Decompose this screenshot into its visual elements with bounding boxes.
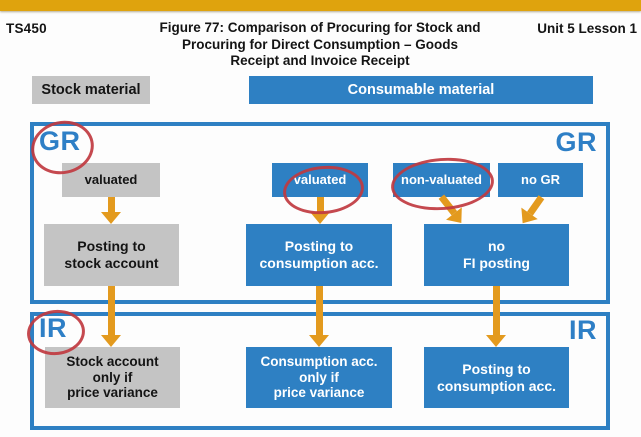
gr-no-fi-posting-box: no FI posting [424, 224, 569, 286]
top-accent-bar [0, 0, 641, 11]
gr-stock-valuated-box: valuated [62, 163, 160, 197]
arrow-consumption-posting-to-consumption-variance [309, 286, 329, 347]
ir-posting-consumption-box: Posting to consumption acc. [424, 347, 569, 408]
gr-posting-consumption-box: Posting to consumption acc. [246, 224, 392, 286]
gr-no-gr-box: no GR [498, 163, 583, 197]
gr-consumable-non-valuated-box: non-valuated [393, 163, 490, 197]
gr-label-right: GR [555, 127, 597, 157]
arrow-valuated-to-consumption-posting [310, 197, 330, 224]
arrow-stock-posting-to-stock-account-variance [101, 286, 121, 347]
ir-label-right: IR [569, 315, 597, 345]
arrow-no-fi-to-ir-consumption-posting [486, 286, 506, 347]
ir-consumption-variance-box: Consumption acc. only if price variance [246, 347, 392, 408]
unit-lesson-label: Unit 5 Lesson 1 [537, 21, 637, 36]
course-code: TS450 [6, 21, 47, 36]
stock-material-header: Stock material [32, 76, 150, 104]
arrow-valuated-to-stock-posting [101, 197, 121, 224]
ir-stock-account-variance-box: Stock account only if price variance [45, 347, 180, 408]
figure-title: Figure 77: Comparison of Procuring for S… [159, 20, 481, 68]
ir-label-left: IR [39, 313, 67, 343]
gr-posting-stock-account-box: Posting to stock account [44, 224, 179, 286]
gr-consumable-valuated-box: valuated [272, 163, 368, 197]
consumable-material-header: Consumable material [249, 76, 593, 104]
gr-label-left: GR [39, 126, 81, 156]
